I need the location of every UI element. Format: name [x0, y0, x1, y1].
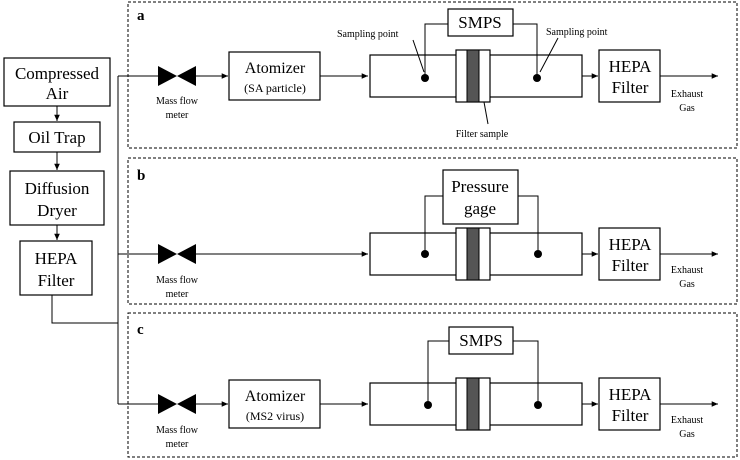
panel-b-line-to-instrument-right — [518, 195, 539, 254]
panel-b-hepa-label-2: Filter — [612, 256, 649, 275]
panel-a-filter-sample-label: Filter sample — [456, 129, 509, 140]
panel-b-instrument-label-2: gage — [464, 199, 496, 218]
panel-a-hepa-label-2: Filter — [612, 78, 649, 97]
source-chain: Compressed Air Oil Trap Diffusion Dryer … — [3, 57, 128, 405]
oil-trap-label: Oil Trap — [28, 128, 85, 147]
panel-b-mass-flow-valve-icon — [158, 244, 196, 264]
panel-a: a Mass flow meter Atomizer (SA particle)… — [127, 1, 738, 149]
panel-c-hepa-label-1: HEPA — [609, 385, 653, 404]
panel-a-atomizer-label: Atomizer — [245, 60, 306, 77]
panel-c-atomizer-label: Atomizer — [245, 388, 306, 405]
panel-a-border — [127, 1, 738, 149]
panel-c-atomizer-sublabel: (MS2 virus) — [246, 409, 304, 423]
panel-b-exhaust-label-2: Gas — [679, 279, 695, 290]
panel-c-instrument-box — [448, 326, 514, 355]
panel-c-letter: c — [137, 322, 144, 338]
diffusion-dryer-label-1: Diffusion — [25, 179, 90, 198]
panel-a-instrument-label: SMPS — [458, 13, 501, 32]
panel-a-hepa-box — [598, 49, 661, 103]
panel-c-hepa-label-2: Filter — [612, 406, 649, 425]
panel-a-leader-right — [539, 37, 559, 73]
compressed-air-box — [3, 57, 111, 107]
panel-b-line-to-instrument-left — [424, 195, 443, 254]
panel-c-filter-sample — [466, 377, 480, 431]
panel-c-mass-flow-label-2: meter — [166, 439, 189, 450]
panel-a-mass-flow-valve-icon — [158, 66, 196, 86]
source-hepa-label-1: HEPA — [35, 249, 79, 268]
panel-a-mass-flow-label-1: Mass flow — [156, 96, 199, 107]
panel-b-exhaust-label-1: Exhaust — [671, 265, 703, 276]
panel-b-mass-flow-label-1: Mass flow — [156, 275, 199, 286]
panel-a-letter: a — [137, 8, 145, 24]
panel-a-exhaust-label-1: Exhaust — [671, 89, 703, 100]
panel-c-border — [127, 312, 738, 458]
source-hepa-box — [19, 240, 93, 296]
compressed-air-label-1: Compressed — [15, 64, 100, 83]
panel-b-instrument-label-1: Pressure — [451, 177, 509, 196]
panel-a-instrument-box — [447, 8, 514, 37]
panel-a-mass-flow-label-2: meter — [166, 110, 189, 121]
panel-a-leader-filter — [483, 101, 489, 125]
oil-trap-box — [13, 121, 101, 153]
panel-a-sampling-left-label: Sampling point — [337, 29, 399, 40]
panel-c-atomizer-box — [228, 379, 321, 429]
panel-a-sampling-right-label: Sampling point — [546, 27, 608, 38]
panel-a-line-to-instrument-right — [513, 23, 538, 78]
panel-c-line-to-instrument-left — [427, 340, 449, 405]
panel-c-exhaust-label-1: Exhaust — [671, 415, 703, 426]
panel-c-instrument-label: SMPS — [459, 331, 502, 350]
diffusion-dryer-box — [9, 170, 105, 226]
compressed-air-label-2: Air — [46, 84, 69, 103]
panel-a-line-to-instrument-left — [424, 23, 448, 78]
panel-b-letter: b — [137, 168, 145, 184]
panel-c-mass-flow-valve-icon — [158, 394, 196, 414]
panel-c-exhaust-label-2: Gas — [679, 429, 695, 440]
hepa-outlet-line — [51, 295, 118, 324]
panel-a-filter-sample — [466, 49, 480, 103]
panel-c: c Mass flow meter Atomizer (MS2 virus) S… — [127, 312, 738, 458]
panel-a-hepa-label-1: HEPA — [609, 57, 653, 76]
panel-b-hepa-label-1: HEPA — [609, 235, 653, 254]
panel-b-instrument-box — [442, 169, 519, 225]
panel-b-mass-flow-label-2: meter — [166, 289, 189, 300]
panel-a-leader-left — [412, 39, 425, 73]
source-hepa-label-2: Filter — [38, 271, 75, 290]
diffusion-dryer-label-2: Dryer — [37, 201, 77, 220]
panel-a-exhaust-label-2: Gas — [679, 103, 695, 114]
panel-b-filter-sample — [466, 227, 480, 281]
panel-c-line-to-instrument-right — [513, 340, 539, 405]
panel-b-hepa-box — [598, 227, 661, 281]
panel-b: b Mass flow meter Pressure gage HEPA Fil… — [127, 157, 738, 305]
panel-a-atomizer-sublabel: (SA particle) — [244, 81, 306, 95]
panel-c-mass-flow-label-1: Mass flow — [156, 425, 199, 436]
panel-c-hepa-box — [598, 377, 661, 431]
panel-b-border — [127, 157, 738, 305]
